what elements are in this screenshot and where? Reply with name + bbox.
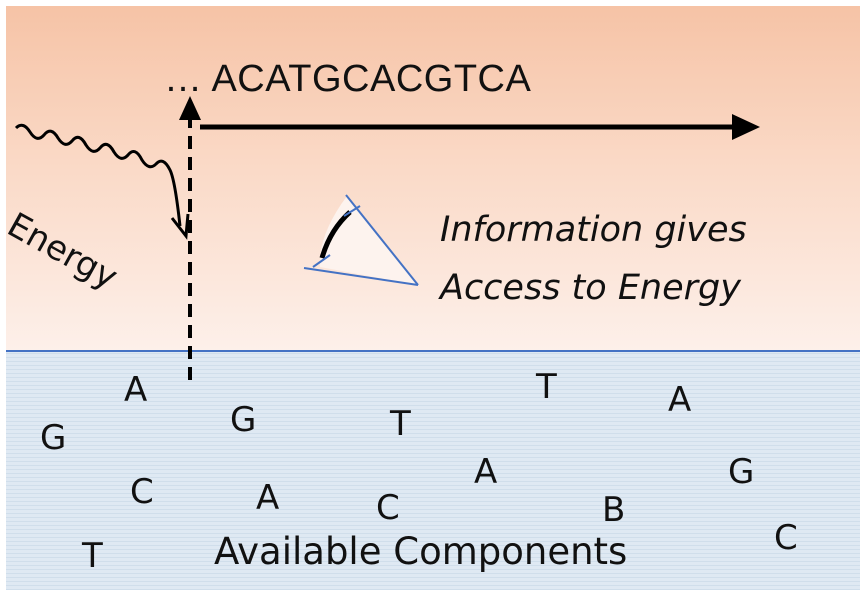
component-letter: T (390, 404, 411, 444)
component-letter: G (230, 400, 257, 440)
component-letter: C (774, 518, 798, 558)
dna-sequence: … ACATGCACGTCA (164, 58, 532, 100)
polymer-growth-arrow-icon (200, 114, 760, 140)
component-letter: C (376, 488, 400, 528)
component-letter: A (124, 370, 148, 410)
component-letter: G (728, 452, 755, 492)
component-letter: T (536, 367, 557, 407)
energy-region (6, 6, 860, 352)
caption-line-1: Information gives (440, 210, 747, 250)
component-letter: G (40, 418, 67, 458)
component-letter: C (130, 472, 154, 512)
pool-surface-line (6, 350, 860, 352)
component-letter: T (82, 536, 103, 576)
component-letter: A (474, 452, 498, 492)
components-pool (6, 352, 860, 590)
component-letter: A (256, 478, 280, 518)
component-letter: B (602, 490, 626, 530)
gauge-meter-icon (303, 194, 419, 286)
component-letter: A (668, 380, 692, 420)
caption-line-2: Access to Energy (440, 268, 741, 308)
available-components-label: Available Components (214, 530, 628, 573)
extraction-arrow-icon (179, 96, 201, 380)
energy-wave-arrow-icon (14, 123, 190, 240)
